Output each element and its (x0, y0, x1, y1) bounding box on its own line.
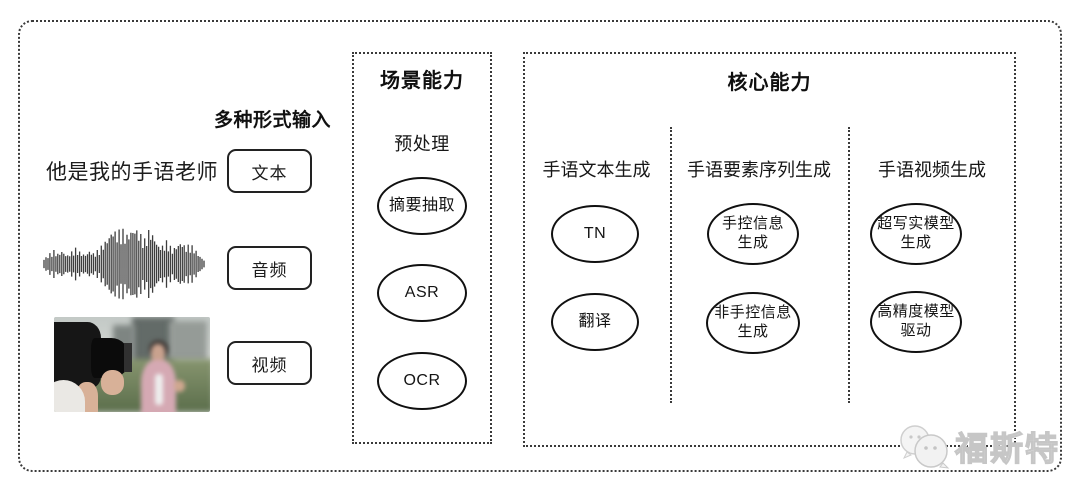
column-divider (848, 127, 850, 403)
scene-capability-title: 场景能力 (380, 70, 464, 92)
node-label: 生成 (737, 323, 769, 340)
audio-input-box: 音频 (227, 246, 312, 290)
watermark: 福斯特 (893, 420, 1060, 472)
node-label: 翻译 (578, 313, 612, 330)
node-label: 驱动 (900, 322, 932, 339)
node-label: 超写实模型 (877, 215, 955, 233)
column-header-sign-text-generation: 手语文本生成 (542, 160, 651, 180)
photo-reporter (140, 339, 186, 412)
node-label: OCR (403, 372, 441, 389)
node-hyperrealistic-model-generation: 超写实模型 生成 (870, 203, 962, 265)
node-label: TN (583, 225, 607, 242)
node-label: 手控信息 (721, 215, 784, 233)
node-summary-extraction: 摘要抽取 (377, 177, 467, 235)
node-asr: ASR (377, 264, 467, 322)
text-input-box: 文本 (227, 149, 312, 193)
node-label: ASR (404, 284, 440, 301)
photo-cameraman-hand (100, 370, 125, 395)
column-header-sign-element-sequence-generation: 手语要素序列生成 (687, 160, 831, 180)
input-forms-label: 多种形式输入 (214, 110, 332, 131)
column-divider (670, 127, 672, 403)
audio-waveform-icon (43, 228, 205, 300)
scene-capability-panel (352, 52, 492, 444)
node-label: 非手控信息 (714, 304, 792, 322)
photo-reporter-head (151, 344, 166, 364)
photo-microphone (154, 374, 163, 406)
core-capability-title: 核心能力 (727, 72, 812, 94)
node-label: 高精度模型 (877, 303, 955, 321)
video-input-box: 视频 (227, 341, 312, 385)
chat-bubbles-logo-icon (900, 425, 950, 469)
photo-building (169, 320, 207, 361)
node-manual-info-generation: 手控信息 生成 (707, 203, 799, 265)
node-translation: 翻译 (551, 293, 639, 351)
node-label: 摘要抽取 (388, 197, 455, 214)
watermark-text: 福斯特 (954, 429, 1060, 467)
preprocess-label: 预处理 (394, 134, 450, 154)
node-ocr: OCR (377, 352, 467, 410)
node-non-manual-info-generation: 非手控信息 生成 (706, 292, 800, 354)
node-high-precision-model-drive: 高精度模型 驱动 (870, 291, 962, 353)
node-label: 生成 (900, 234, 932, 251)
diagram-outer-border (18, 20, 1062, 472)
photo-reporter-hand (174, 380, 186, 392)
core-capability-panel (523, 52, 1016, 447)
node-tn: TN (551, 205, 639, 263)
video-frame-photo (54, 317, 210, 412)
sample-sentence-text: 他是我的手语老师 (46, 161, 218, 184)
column-header-sign-video-generation: 手语视频生成 (878, 160, 986, 180)
node-label: 生成 (737, 234, 769, 251)
photo-camera-lens-ring (124, 342, 132, 373)
